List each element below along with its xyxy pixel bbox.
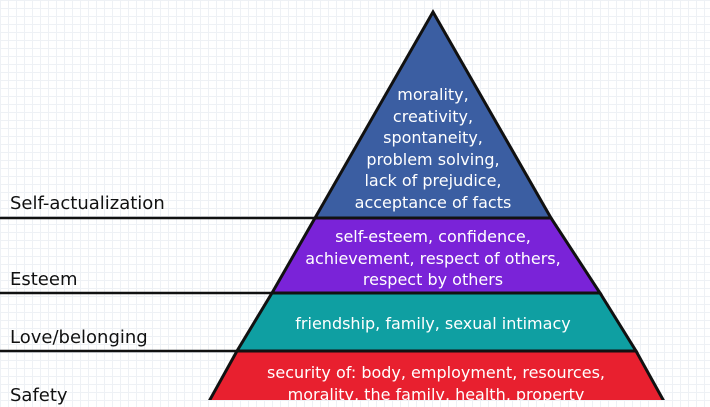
tier-safety-shape bbox=[208, 349, 665, 400]
label-self-actualization: Self-actualization bbox=[10, 193, 165, 214]
tier-text-line: achievement, respect of others, bbox=[305, 248, 561, 268]
label-love-belonging: Love/belonging bbox=[10, 327, 148, 348]
tier-text-line: security of: body, employment, resources… bbox=[267, 363, 605, 382]
tier-love-belonging-text: friendship, family, sexual intimacy bbox=[263, 313, 603, 335]
tier-safety-text: security of: body, employment, resources… bbox=[238, 362, 634, 405]
tier-text-line: spontaneity, bbox=[383, 128, 483, 147]
tier-text-line: self-esteem, confidence, bbox=[335, 227, 531, 246]
tier-self-actualization-text: morality, creativity, spontaneity, probl… bbox=[333, 84, 533, 213]
tier-text-line: problem solving, bbox=[366, 149, 500, 169]
tier-text-line: morality, the family, health, property bbox=[287, 384, 585, 404]
tier-text-line: creativity, bbox=[392, 106, 474, 126]
tier-text-line: morality, bbox=[397, 85, 469, 104]
tier-text-line: acceptance of facts bbox=[354, 192, 512, 212]
label-safety: Safety bbox=[10, 385, 68, 406]
tier-text-line: friendship, family, sexual intimacy bbox=[295, 314, 571, 333]
label-esteem: Esteem bbox=[10, 269, 78, 290]
tier-text-line: lack of prejudice, bbox=[364, 171, 502, 190]
tier-esteem-text: self-esteem, confidence, achievement, re… bbox=[283, 226, 583, 291]
tier-text-line: respect by others bbox=[362, 270, 504, 289]
